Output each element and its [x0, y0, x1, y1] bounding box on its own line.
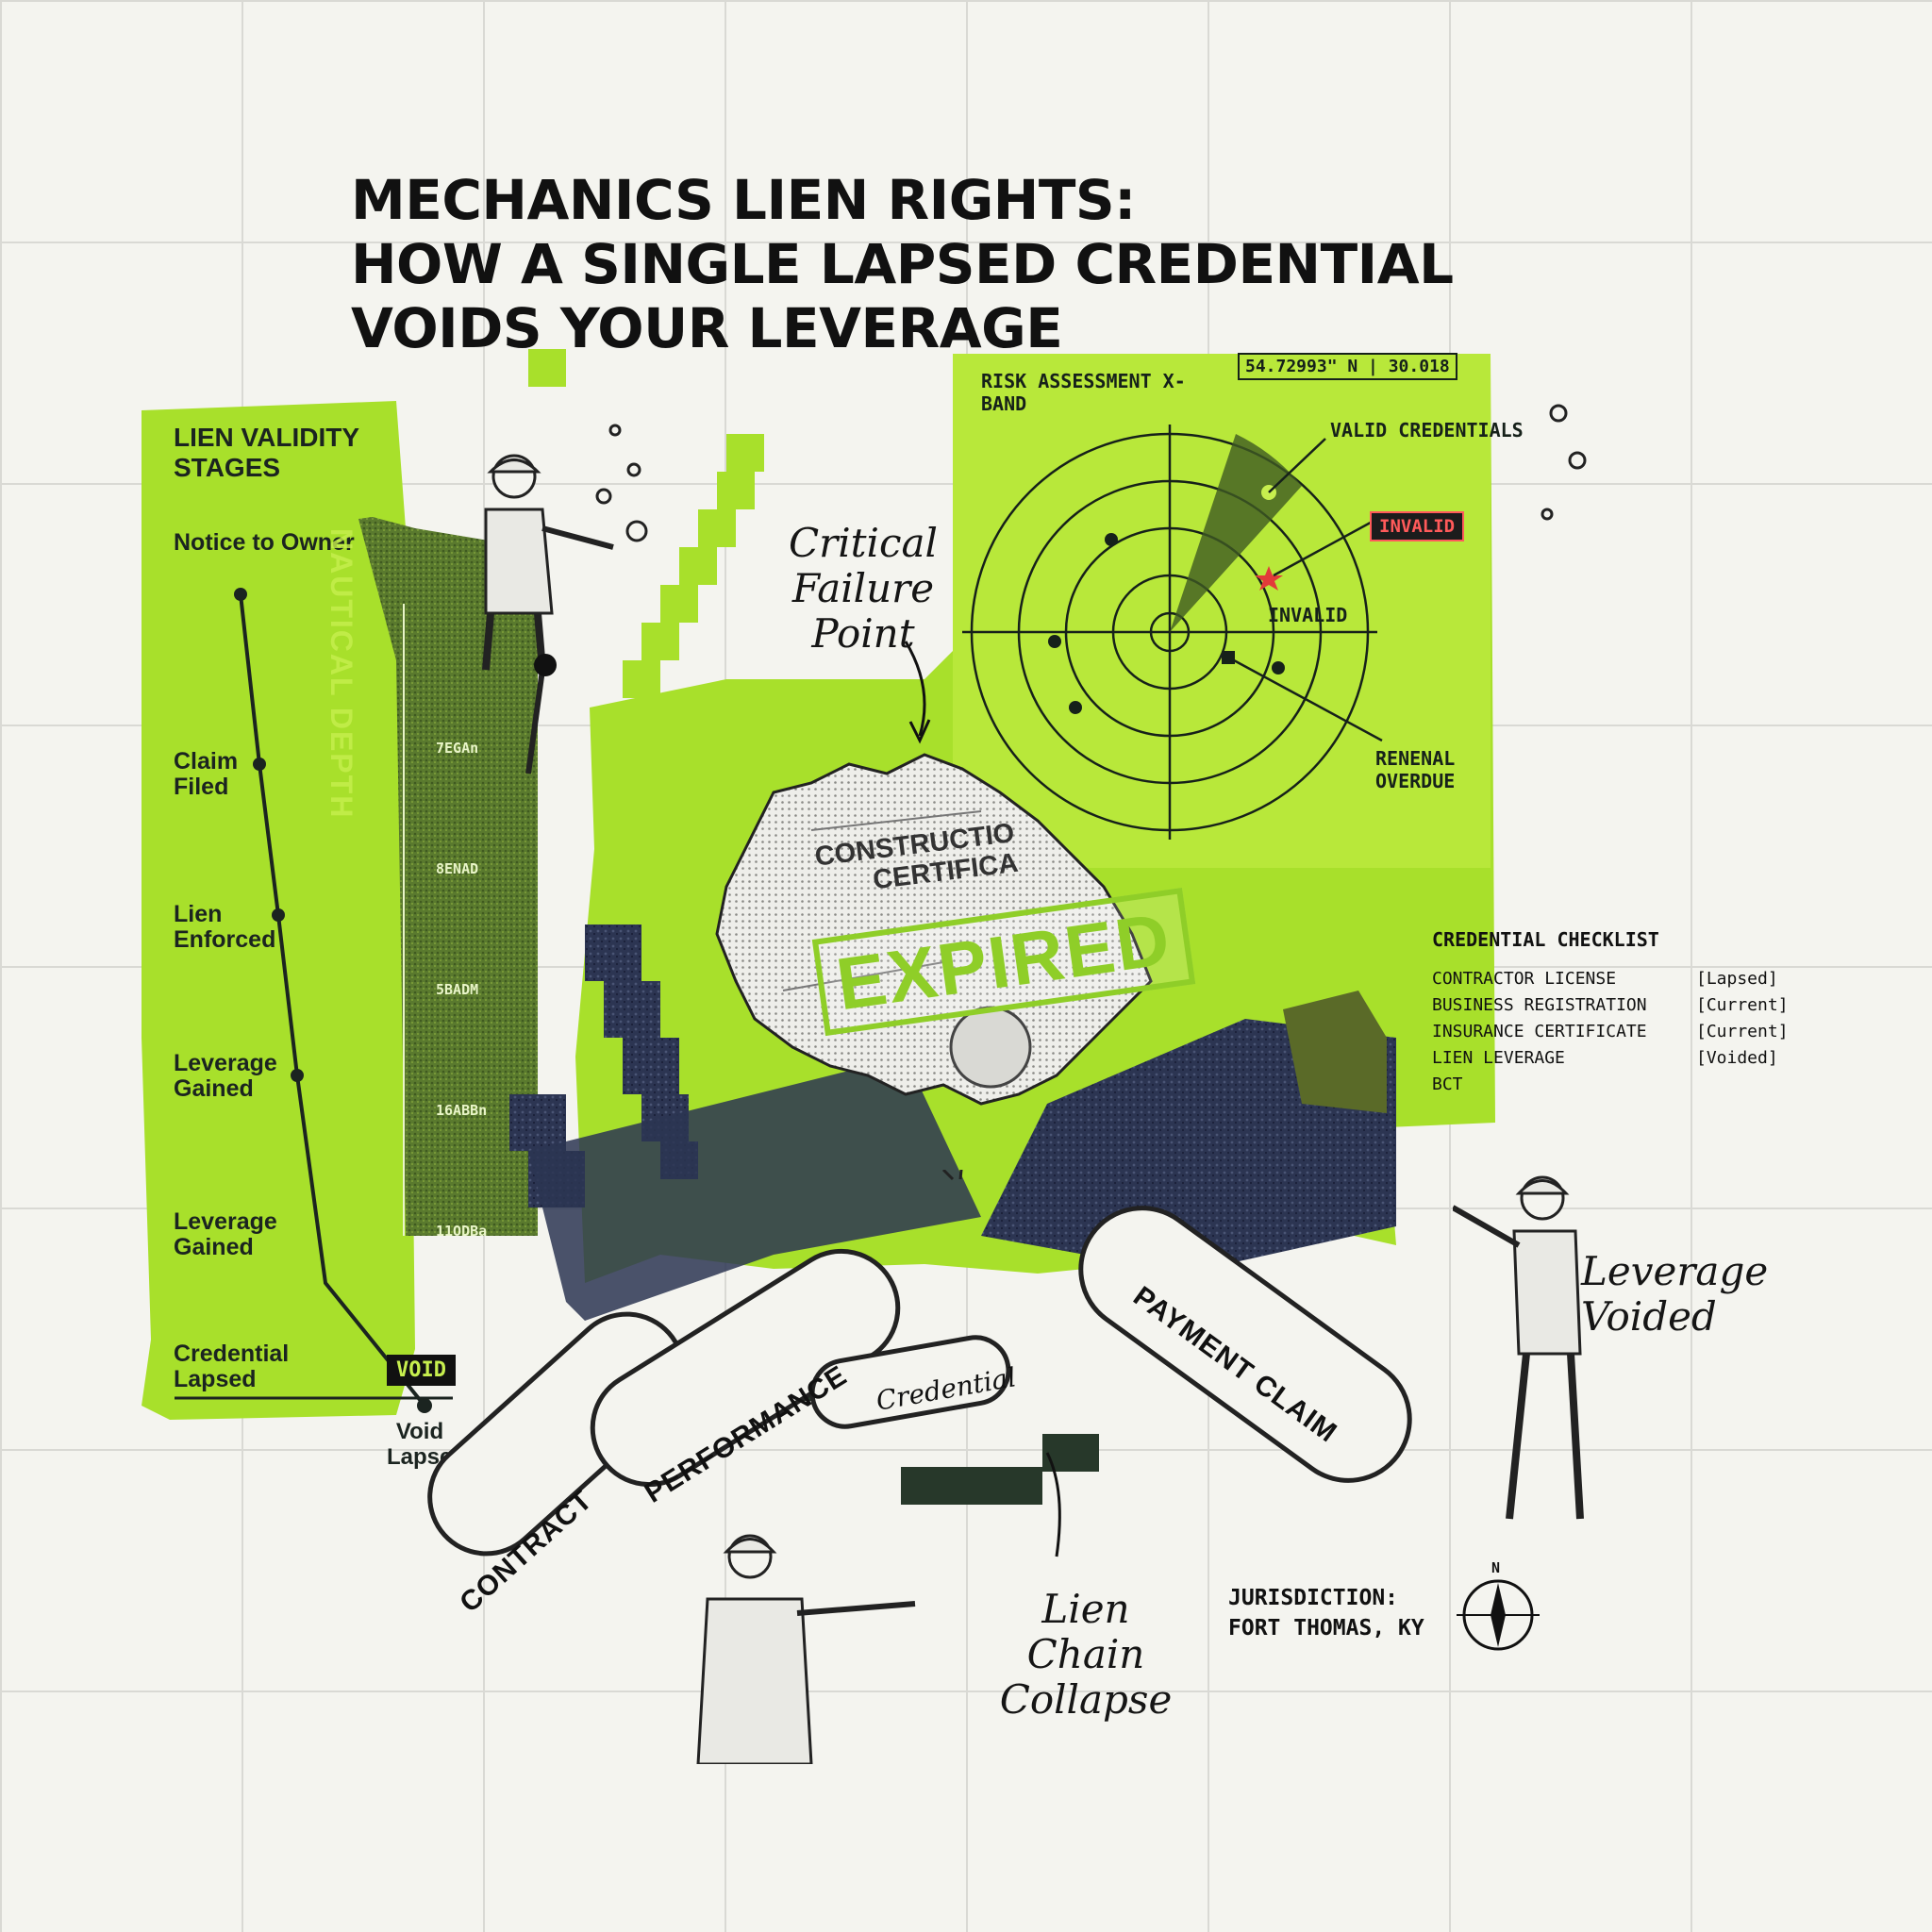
- checklist-row: CONTRACTOR LICENSE[Lapsed]: [1432, 969, 1778, 989]
- worker-bottom-icon: [696, 1534, 916, 1764]
- jurisdiction-place: FORT THOMAS, KY: [1228, 1616, 1424, 1641]
- callout-critical-failure: Critical Failure Point: [789, 520, 938, 657]
- compass-north-label: N: [1491, 1559, 1501, 1576]
- radar-blip: [1272, 661, 1285, 675]
- radar-header: RISK ASSESSMENT X-BAND: [981, 370, 1186, 415]
- chain-link-contract: [427, 1311, 686, 1557]
- checklist-title: CREDENTIAL CHECKLIST: [1432, 928, 1659, 951]
- depth-tick: 7EGAn: [436, 740, 479, 757]
- bubbles: [595, 404, 1587, 542]
- title-line-2: HOW A SINGLE LAPSED CREDENTIAL: [351, 232, 1454, 296]
- stage-dot-6: [417, 1398, 432, 1413]
- stage-claim-filed: Claim Filed: [174, 748, 239, 800]
- torn-certificate: [715, 753, 1153, 1106]
- chain-link-credential: [809, 1335, 1011, 1429]
- radar-invalid-label: INVALID: [1268, 604, 1348, 626]
- checklist-row: INSURANCE CERTIFICATE[Current]: [1432, 1022, 1789, 1041]
- depth-tick: 16ABBn: [436, 1102, 488, 1119]
- depth-tick: 8ENAD: [436, 860, 479, 877]
- stage-notice-to-owner: Notice to Owner: [174, 529, 355, 556]
- olive-rock: [1283, 991, 1387, 1113]
- compass-icon: [1457, 1579, 1540, 1651]
- chain-link-performance: [590, 1248, 901, 1488]
- certificate-seal: [949, 1006, 1032, 1089]
- stage-leverage-gained: Leverage Gained: [174, 1050, 277, 1102]
- lien-stage-timeline: [175, 588, 453, 1413]
- radar-blip: [1105, 533, 1118, 546]
- radar-invalid-badge: INVALID: [1370, 511, 1465, 541]
- stage-leverage-gained-2: Leverage Gained: [174, 1208, 277, 1260]
- collapse-arrow: [1045, 1452, 1061, 1557]
- dark-bar: [901, 1467, 1042, 1505]
- credential-checklist: CREDENTIAL CHECKLIST CONTRACTOR LICENSE[…: [1432, 928, 1789, 1098]
- radar-blip: [1069, 701, 1082, 714]
- broken-scaffold: [528, 1057, 981, 1321]
- title-line-1: MECHANICS LIEN RIGHTS:: [351, 168, 1136, 232]
- callout-leverage-voided: Leverage Voided: [1581, 1248, 1769, 1340]
- radar-blip-square: [1222, 651, 1235, 664]
- checklist-row: LIEN LEVERAGE[Voided]: [1432, 1048, 1778, 1068]
- stage-dot-3: [272, 908, 285, 922]
- navy-rock: [981, 1019, 1396, 1264]
- critical-arrow: [904, 641, 926, 737]
- radar-scope: [962, 425, 1383, 840]
- radar-valid-label: VALID CREDENTIALS: [1330, 419, 1524, 441]
- radar-invalid-star-icon: [1255, 566, 1283, 591]
- void-badge: VOID: [387, 1355, 456, 1386]
- lien-validity-heading: LIEN VALIDITY STAGES: [174, 423, 359, 482]
- lien-chain: [427, 1170, 1412, 1557]
- radar-coordinates: 54.72993" N | 30.018: [1238, 353, 1457, 380]
- worker-top-left-icon: [482, 454, 614, 774]
- stage-credential-lapsed: Credential Lapsed: [174, 1341, 290, 1392]
- radar-overdue-label: RENENAL OVERDUE: [1375, 747, 1456, 792]
- radar-sweep: [1170, 434, 1302, 632]
- dark-crescent: [1509, 535, 1541, 592]
- jurisdiction-label: JURISDICTION:: [1228, 1586, 1399, 1610]
- jurisdiction-block: JURISDICTION: FORT THOMAS, KY: [1228, 1583, 1424, 1643]
- checklist-row: BCT: [1432, 1074, 1463, 1094]
- stage-dot-4: [291, 1069, 304, 1082]
- checklist-row: BUSINESS REGISTRATION[Current]: [1432, 995, 1789, 1015]
- stage-lien-enforced: Lien Enforced: [174, 901, 276, 953]
- depth-tick: 5BADM: [436, 981, 479, 998]
- pixel-staircase: [528, 349, 764, 698]
- chain-link-payment: [1078, 1206, 1412, 1483]
- stage-dot-1: [234, 588, 247, 601]
- depth-gauge-label: NAUTICAL DEPTH: [325, 528, 358, 820]
- stage-dot-2: [253, 758, 266, 771]
- depth-gauge-axis: [403, 604, 405, 1236]
- callout-lien-chain-collapse: Lien Chain Collapse: [999, 1586, 1173, 1723]
- title-line-3: VOIDS YOUR LEVERAGE: [351, 296, 1063, 360]
- depth-tick: 11ODBa: [436, 1223, 488, 1240]
- radar-blip: [1048, 635, 1061, 648]
- worker-right-icon: [1453, 1175, 1584, 1520]
- page-title: MECHANICS LIEN RIGHTS: HOW A SINGLE LAPS…: [351, 168, 1454, 360]
